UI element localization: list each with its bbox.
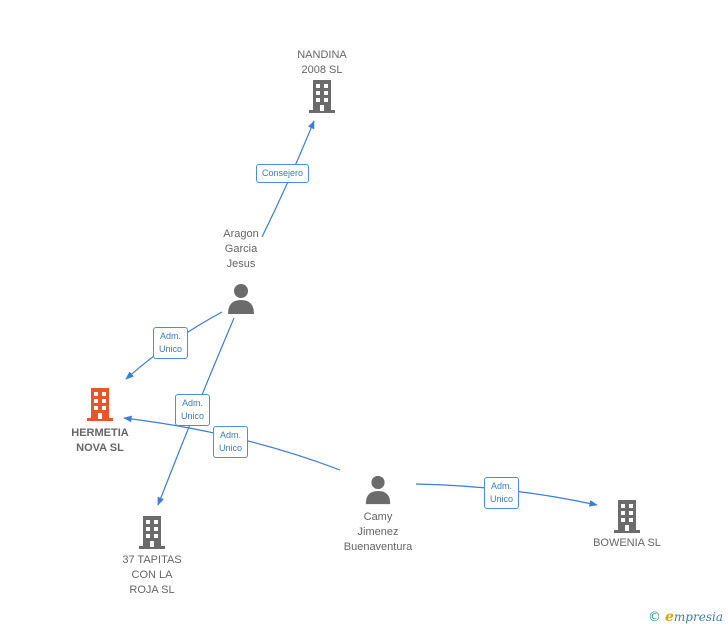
- node-aragon-garcia-jesus[interactable]: Aragon Garcia Jesus: [201, 227, 281, 316]
- edge-label-line: Adm.: [182, 398, 204, 408]
- edge-label-line: Adm.: [220, 430, 242, 440]
- edge-label-consejero[interactable]: Consejero: [256, 164, 310, 183]
- node-37-tapitas-con-la-roja-sl[interactable]: 37 TAPITAS CON LA ROJA SL: [112, 514, 192, 598]
- edge-label-adm-unico[interactable]: Adm. Unico: [153, 327, 189, 359]
- node-label: Aragon Garcia Jesus: [223, 228, 259, 270]
- edge-label-line: Adm.: [160, 331, 182, 341]
- node-label: NANDINA 2008 SL: [297, 49, 347, 76]
- building-icon: [139, 516, 165, 549]
- edge-label-adm-unico[interactable]: Adm. Unico: [175, 394, 211, 426]
- building-icon: [309, 80, 335, 113]
- copyright-icon: ©: [648, 610, 661, 625]
- person-icon: [365, 475, 391, 505]
- node-nandina-2008-sl[interactable]: NANDINA 2008 SL: [282, 48, 362, 114]
- node-label: BOWENIA SL: [593, 537, 661, 549]
- node-bowenia-sl[interactable]: BOWENIA SL: [587, 498, 667, 551]
- empresia-watermark: © empresia: [648, 609, 723, 625]
- edge-label-line: Unico: [181, 411, 205, 421]
- node-hermetia-nova-sl[interactable]: HERMETIA NOVA SL: [60, 386, 140, 456]
- edge-label-adm-unico[interactable]: Adm. Unico: [484, 477, 520, 509]
- building-icon: [87, 388, 113, 421]
- empresia-logo: empresia: [665, 609, 723, 625]
- edge-label-adm-unico[interactable]: Adm. Unico: [213, 426, 249, 458]
- person-icon: [228, 284, 254, 314]
- building-icon: [614, 500, 640, 533]
- edge-label-line: Unico: [219, 443, 243, 453]
- node-label: Camy Jimenez Buenaventura: [343, 511, 413, 553]
- edge-label-line: Consejero: [262, 168, 304, 178]
- node-camy-jimenez-buenaventura[interactable]: Camy Jimenez Buenaventura: [333, 474, 423, 555]
- edge-label-line: Adm.: [491, 481, 513, 491]
- edge-label-line: Unico: [159, 344, 183, 354]
- edge-label-line: Unico: [490, 494, 514, 504]
- node-label: HERMETIA NOVA SL: [71, 427, 129, 454]
- node-label: 37 TAPITAS CON LA ROJA SL: [122, 554, 182, 596]
